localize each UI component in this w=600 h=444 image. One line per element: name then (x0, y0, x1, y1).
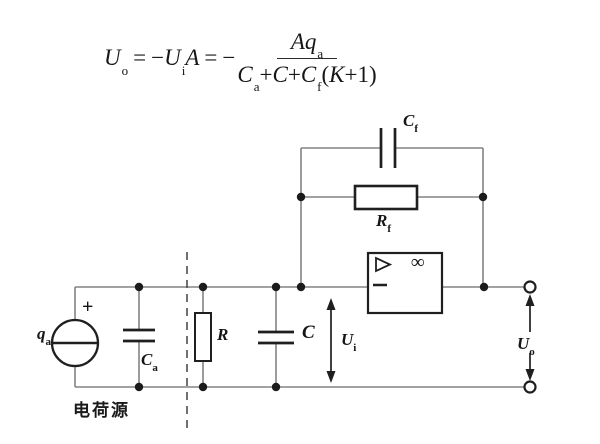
formula-equals-2: = (204, 45, 218, 70)
ui-arrowhead-down (326, 371, 336, 383)
ui-arrowhead-up (326, 298, 336, 310)
junction-dot (296, 282, 306, 292)
formula-minus-1: − (151, 45, 165, 70)
formula-minus-2: − (222, 45, 236, 70)
resistor-rf-body (353, 184, 419, 211)
formula-equals-1: = (133, 45, 147, 70)
label-ca: Ca (141, 350, 158, 375)
label-rf: Rf (376, 211, 392, 236)
junction-dot (296, 192, 306, 202)
uo-arrowhead-down (525, 369, 535, 381)
formula-fraction: Aqa Ca+C+Cf(K+1) (237, 29, 377, 95)
uo-arrowhead-up (525, 294, 535, 306)
components (50, 128, 537, 394)
junction-dot (198, 282, 208, 292)
opamp-triangle-icon (375, 256, 393, 273)
output-terminal-bottom (523, 380, 537, 394)
label-qa: qa (37, 324, 51, 349)
label-uo: Uo (517, 334, 535, 359)
output-terminal-top (523, 280, 537, 294)
resistor-r-body (194, 312, 212, 362)
junction-dot (271, 382, 281, 392)
label-c: C (302, 322, 315, 343)
formula-Ui: Ui (164, 45, 186, 78)
opamp-body (366, 251, 444, 315)
formula-denominator: Ca+C+Cf(K+1) (237, 61, 377, 95)
label-ui: Ui (341, 330, 357, 355)
source-polarity-plus: + (82, 296, 94, 318)
formula-Uo: Uo (104, 45, 129, 78)
label-r: R (217, 325, 229, 344)
junction-dot (271, 282, 281, 292)
junction-dots (134, 192, 489, 392)
junction-dot (198, 382, 208, 392)
junction-dot (134, 282, 144, 292)
formula-A: A (185, 45, 200, 70)
junction-dot (478, 192, 488, 202)
label-cf: Cf (403, 111, 419, 136)
opamp-infinity-gain: ∞ (411, 252, 425, 273)
transfer-function-formula: Uo = − Ui A = − Aqa Ca+C+Cf(K+1) (104, 22, 377, 94)
junction-dot (134, 382, 144, 392)
formula-numerator: Aqa (276, 29, 338, 60)
junction-dot (479, 282, 489, 292)
charge-source-caption: 电荷源 (73, 401, 130, 420)
